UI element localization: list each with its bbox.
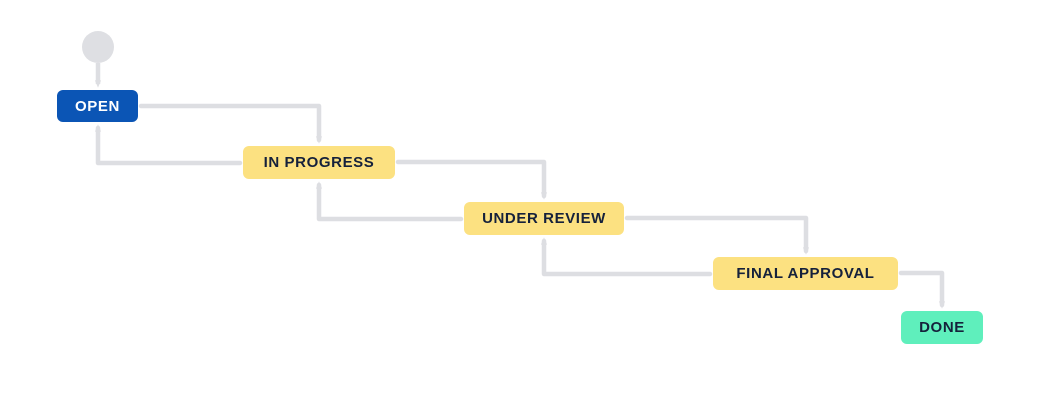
connector-in-progress-to-under-review <box>395 159 548 200</box>
connector-final-approval-to-under-review <box>540 237 713 277</box>
status-node-open-label: OPEN <box>75 97 120 115</box>
status-node-done[interactable]: DONE <box>901 311 983 344</box>
status-node-under-review-label: UNDER REVIEW <box>482 210 606 227</box>
status-node-open[interactable]: OPEN <box>57 90 138 122</box>
connector-open-to-in-progress <box>138 103 323 144</box>
connector-under-review-to-in-progress <box>315 181 464 222</box>
status-node-under-review[interactable]: UNDER REVIEW <box>464 202 624 235</box>
connector-final-approval-to-done <box>898 270 946 309</box>
status-node-in-progress[interactable]: IN PROGRESS <box>243 146 395 179</box>
connector-under-review-to-final-approval <box>624 215 810 255</box>
start-circle <box>82 31 114 63</box>
status-node-final-approval-label: FINAL APPROVAL <box>736 265 875 282</box>
connector-in-progress-to-open <box>94 124 243 166</box>
status-node-in-progress-label: IN PROGRESS <box>263 154 375 171</box>
status-node-final-approval[interactable]: FINAL APPROVAL <box>713 257 898 290</box>
status-node-done-label: DONE <box>919 319 965 336</box>
